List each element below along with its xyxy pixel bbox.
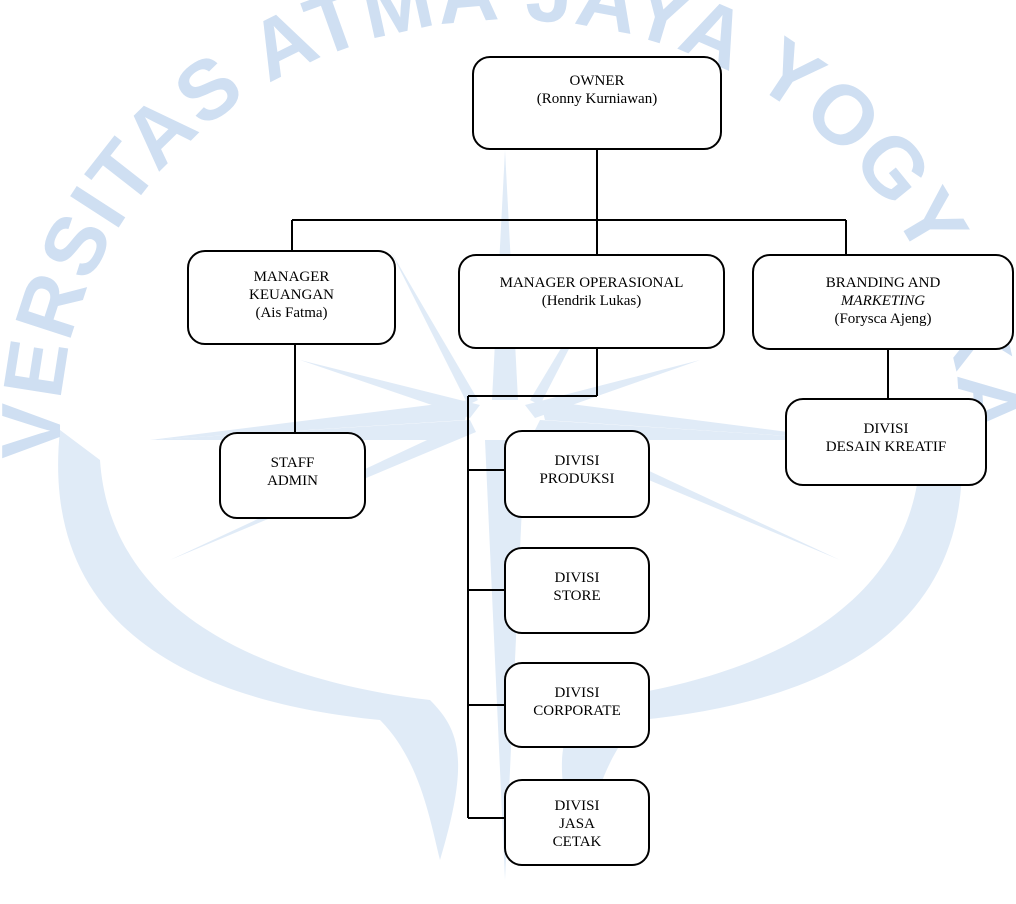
staff-admin-line2: ADMIN	[267, 473, 318, 489]
divisi-produksi-line2: PRODUKSI	[539, 471, 615, 487]
branding-marketing-line1: BRANDING AND	[825, 275, 941, 291]
manager-keuangan-name: (Ais Fatma)	[255, 305, 328, 321]
owner-name: (Ronny Kurniawan)	[536, 91, 658, 107]
staff-admin-box: STAFF ADMIN	[219, 432, 366, 519]
manager-operasional-name: (Hendrik Lukas)	[541, 293, 642, 309]
divisi-corporate-line2: CORPORATE	[533, 703, 621, 719]
branding-marketing-name: (Forysca Ajeng)	[834, 311, 932, 327]
owner-title: OWNER	[569, 73, 625, 89]
divisi-jasa-cetak-box: DIVISI JASA CETAK	[504, 779, 650, 866]
manager-operasional-title: MANAGER OPERASIONAL	[499, 275, 684, 291]
divisi-store-line1: DIVISI	[554, 570, 600, 586]
divisi-store-line2: STORE	[553, 588, 601, 604]
divisi-produksi-box: DIVISI PRODUKSI	[504, 430, 650, 518]
divisi-desain-kreatif-line1: DIVISI	[863, 421, 909, 437]
staff-admin-line1: STAFF	[270, 455, 315, 471]
divisi-jasa-cetak-line3: CETAK	[552, 834, 602, 850]
manager-keuangan-box: MANAGER KEUANGAN (Ais Fatma)	[187, 250, 396, 345]
divisi-desain-kreatif-line2: DESAIN KREATIF	[825, 439, 947, 455]
divisi-store-box: DIVISI STORE	[504, 547, 650, 634]
branding-marketing-box: BRANDING AND MARKETING (Forysca Ajeng)	[752, 254, 1014, 350]
divisi-corporate-box: DIVISI CORPORATE	[504, 662, 650, 748]
manager-operasional-box: MANAGER OPERASIONAL (Hendrik Lukas)	[458, 254, 725, 349]
divisi-corporate-line1: DIVISI	[554, 685, 600, 701]
divisi-desain-kreatif-box: DIVISI DESAIN KREATIF	[785, 398, 987, 486]
owner-box: OWNER (Ronny Kurniawan)	[472, 56, 722, 150]
manager-keuangan-line1: MANAGER	[253, 269, 330, 285]
divisi-jasa-cetak-line1: DIVISI	[554, 798, 600, 814]
divisi-jasa-cetak-line2: JASA	[559, 816, 595, 832]
divisi-produksi-line1: DIVISI	[554, 453, 600, 469]
branding-marketing-line2: MARKETING	[840, 293, 926, 309]
manager-keuangan-line2: KEUANGAN	[249, 287, 334, 303]
